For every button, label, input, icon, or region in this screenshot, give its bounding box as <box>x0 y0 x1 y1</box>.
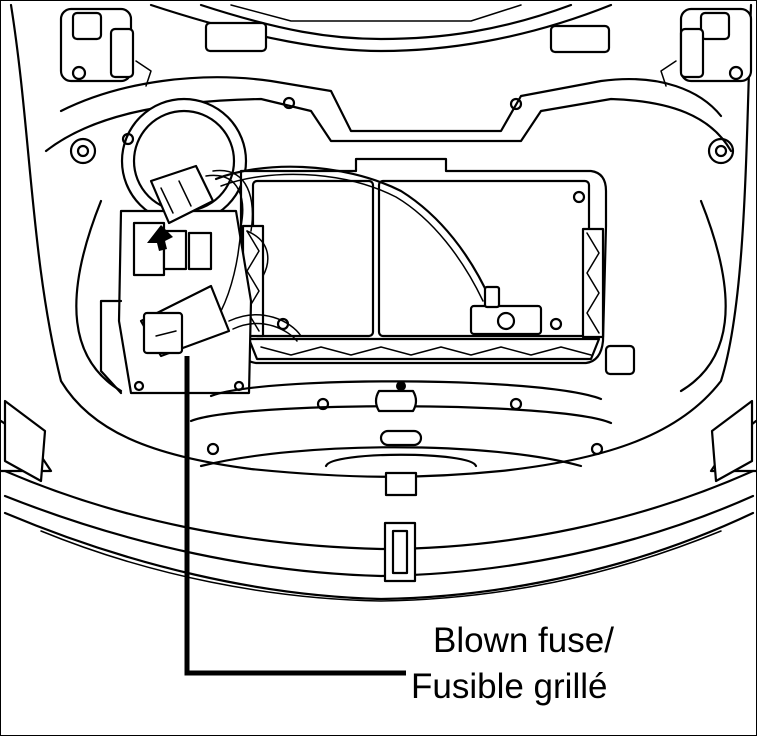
battery-tray <box>239 157 636 376</box>
left-hood-latch <box>59 7 152 87</box>
arrow-icon <box>147 225 173 251</box>
callout-label-line-1: Blown fuse/ <box>433 621 614 660</box>
battery-cable <box>214 165 543 336</box>
fuse-wires <box>205 169 302 342</box>
fuse-box <box>99 164 253 395</box>
hood-edge <box>149 3 613 54</box>
callout-label-line-2: Fusible grillé <box>411 667 608 706</box>
trunk-tub <box>44 76 735 393</box>
vehicle-body-outline <box>1 3 756 602</box>
front-panel <box>189 380 613 583</box>
callout-leader <box>184 356 406 676</box>
right-hood-latch <box>660 7 753 87</box>
